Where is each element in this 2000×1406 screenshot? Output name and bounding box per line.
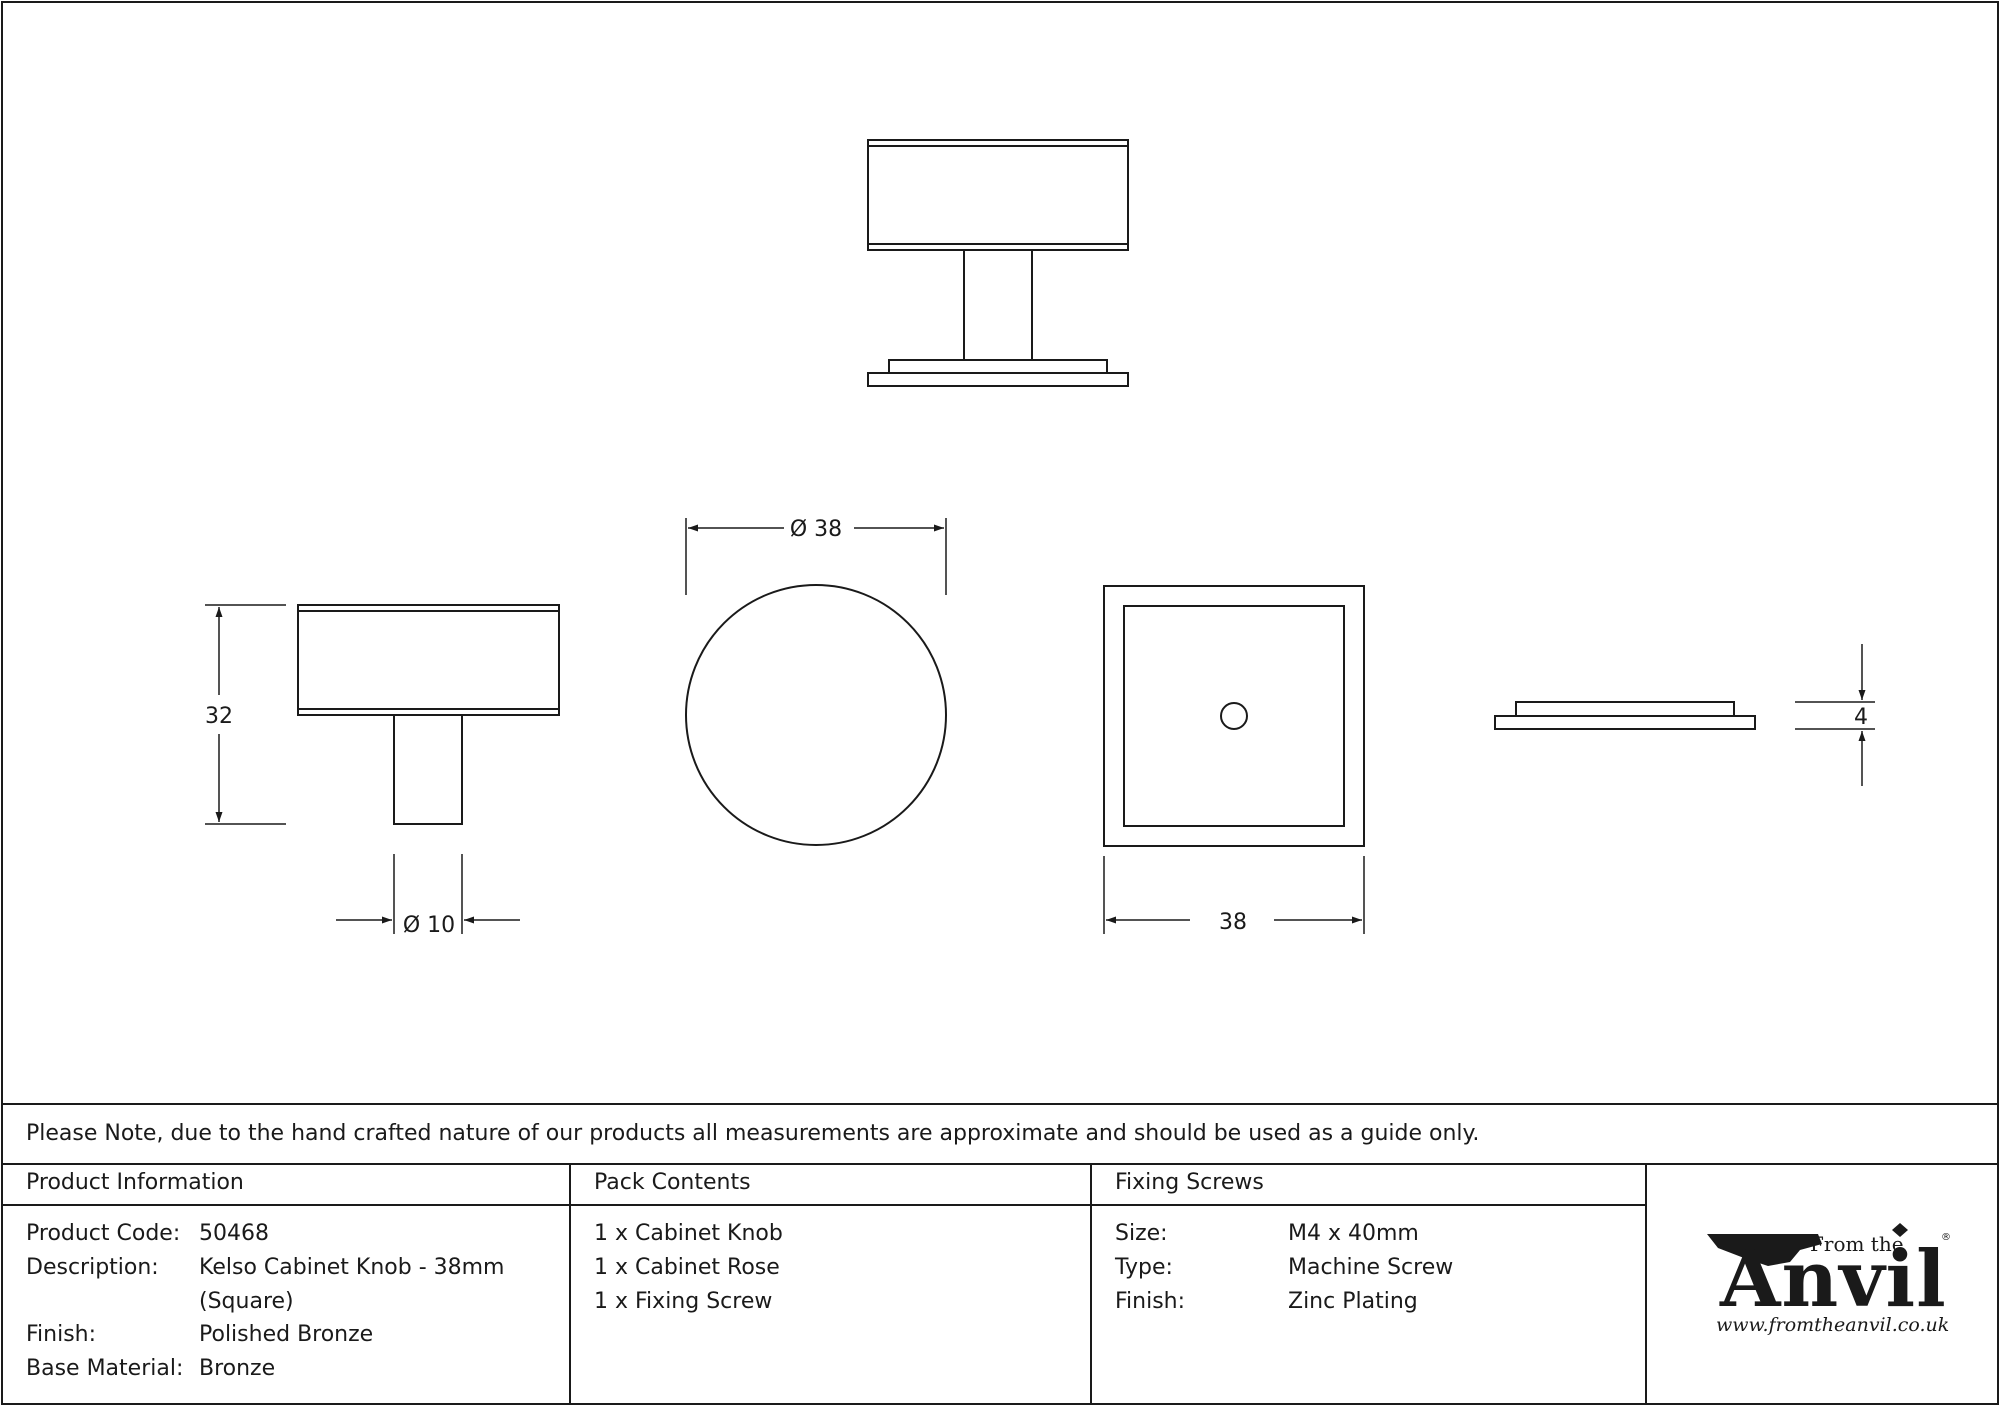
- spindle-dimension: [336, 854, 520, 934]
- pack-item: 1 x Cabinet Rose: [594, 1255, 780, 1280]
- top-elevation-view: [867, 139, 1129, 387]
- product-code-value: 50468: [199, 1221, 269, 1246]
- finish-value: Polished Bronze: [199, 1322, 374, 1347]
- face-diameter-label: Ø 38: [790, 517, 842, 542]
- logo-from-the: From the: [1810, 1232, 1904, 1256]
- description-value: Kelso Cabinet Knob - 38mm: [199, 1255, 505, 1280]
- spindle-diameter-label: Ø 10: [403, 913, 455, 938]
- height-label: 32: [205, 704, 233, 729]
- pack-item: 1 x Cabinet Knob: [594, 1221, 783, 1246]
- screw-type-value: Machine Screw: [1288, 1255, 1454, 1280]
- rose-thickness-dimension: [1795, 644, 1875, 786]
- height-dimension: [205, 604, 286, 825]
- side-view-knob: [297, 604, 560, 825]
- base-material-value: Bronze: [199, 1356, 276, 1381]
- rose-width-dimension: [1103, 856, 1365, 934]
- screw-finish-value: Zinc Plating: [1288, 1289, 1418, 1314]
- finish-label: Finish:: [26, 1322, 97, 1347]
- face-diameter-dimension: [685, 518, 947, 595]
- logo-website: www.fromtheanvil.co.uk: [1716, 1314, 1950, 1336]
- rose-width-label: 38: [1219, 910, 1247, 935]
- rose-thickness-label: 4: [1854, 705, 1868, 730]
- logo-anvil-wordmark: Anvil: [1720, 1234, 1947, 1325]
- pack-item: 1 x Fixing Screw: [594, 1289, 773, 1314]
- measurement-note: Please Note, due to the hand crafted nat…: [26, 1121, 1480, 1146]
- fixing-screws-heading: Fixing Screws: [1115, 1170, 1264, 1195]
- product-information-heading: Product Information: [26, 1170, 244, 1195]
- screw-size-value: M4 x 40mm: [1288, 1221, 1419, 1246]
- rose-side-view: [1494, 701, 1756, 730]
- rose-face-view: [1103, 585, 1365, 847]
- description-value-cont: (Square): [199, 1289, 294, 1314]
- screw-size-label: Size:: [1115, 1221, 1168, 1246]
- screw-finish-label: Finish:: [1115, 1289, 1186, 1314]
- pack-contents-heading: Pack Contents: [594, 1170, 751, 1195]
- base-material-label: Base Material:: [26, 1356, 184, 1381]
- logo-registered-mark: ®: [1941, 1232, 1951, 1243]
- description-label: Description:: [26, 1255, 159, 1280]
- anvil-logo-mark: [1707, 1223, 1908, 1266]
- screw-type-label: Type:: [1115, 1255, 1173, 1280]
- knob-face-view: [685, 584, 947, 846]
- product-code-label: Product Code:: [26, 1221, 181, 1246]
